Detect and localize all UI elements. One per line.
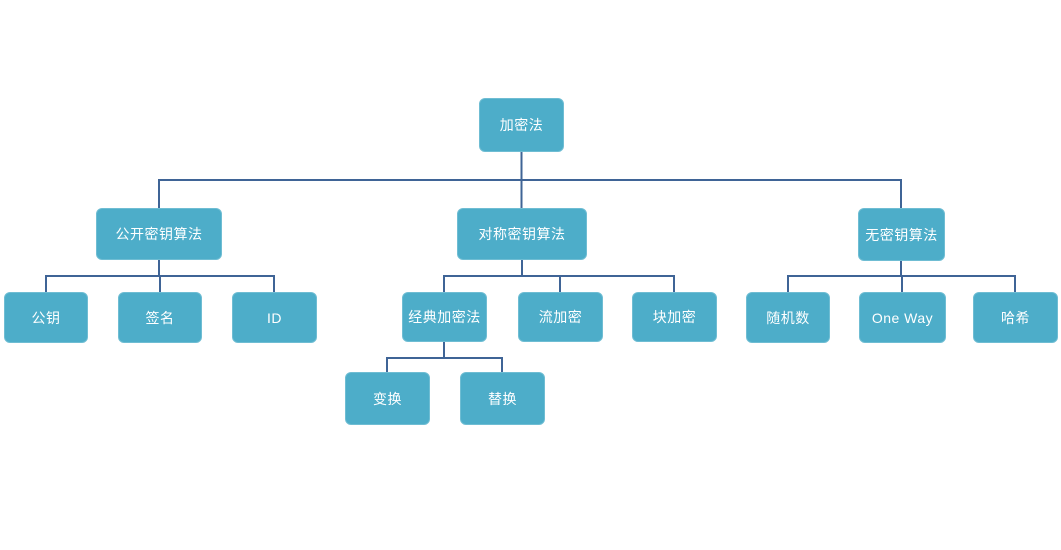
node-block-cipher[interactable]: 块加密 [632,292,717,342]
node-one-way[interactable]: One Way [859,292,946,343]
node-root-encryption[interactable]: 加密法 [479,98,564,152]
node-random-number[interactable]: 随机数 [746,292,830,343]
node-signature[interactable]: 签名 [118,292,202,343]
connector-root-to-level2 [158,152,902,208]
node-public-key[interactable]: 公钥 [4,292,88,343]
connector-symmetric-key-group [443,260,675,292]
node-id[interactable]: ID [232,292,317,343]
node-classical-ciphers[interactable]: 经典加密法 [402,292,487,342]
node-transposition[interactable]: 变换 [345,372,430,425]
connector-public-key-group [45,260,275,292]
node-hash[interactable]: 哈希 [973,292,1058,343]
node-stream-cipher[interactable]: 流加密 [518,292,603,342]
node-substitution[interactable]: 替换 [460,372,545,425]
connector-classical-group [386,342,503,372]
connector-keyless-group [787,261,1016,292]
node-keyless-algorithms[interactable]: 无密钥算法 [858,208,945,261]
node-symmetric-key-algorithms[interactable]: 对称密钥算法 [457,208,587,260]
node-public-key-algorithms[interactable]: 公开密钥算法 [96,208,222,260]
